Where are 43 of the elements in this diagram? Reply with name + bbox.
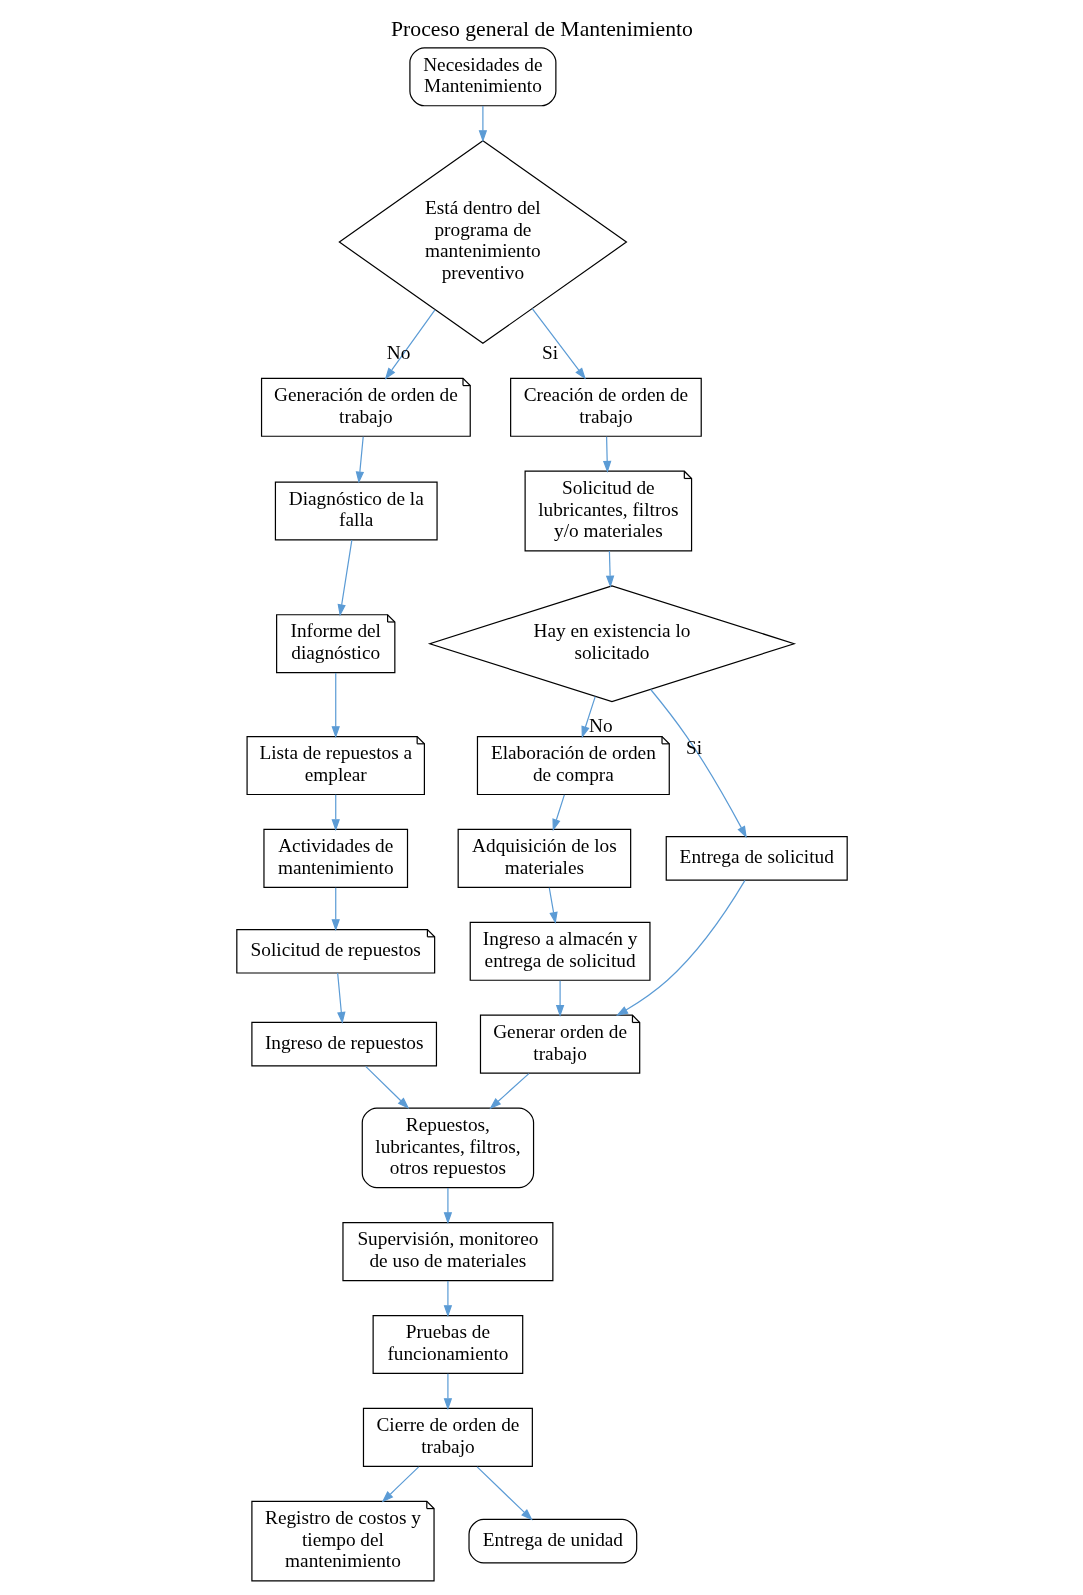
node-diamond: Hay en existencia lo solicitado <box>427 585 796 703</box>
arrow <box>615 879 746 1016</box>
node-box: Creación de orden de trabajo <box>509 377 702 437</box>
arrow <box>384 309 436 380</box>
node-box: Ingreso a almacén y entrega de solicitud <box>469 921 651 981</box>
arrow <box>443 1373 452 1411</box>
arrow <box>355 436 364 484</box>
arrow <box>476 1466 533 1521</box>
arrow <box>580 696 596 739</box>
node-box: Necesidades de Mantenimiento <box>408 47 556 107</box>
node-diamond: Está dentro del programa de mantenimiento preventivo <box>337 139 627 345</box>
node-box: Pruebas de funcionamiento <box>372 1314 523 1375</box>
arrow <box>602 436 611 473</box>
arrow <box>337 539 352 617</box>
node-box: Supervisión, monitoreo de uso de materiales <box>341 1222 553 1282</box>
arrow <box>605 550 614 588</box>
arrow <box>551 794 565 832</box>
arrow <box>548 887 558 925</box>
edge-label: No <box>588 714 613 736</box>
node-box: Actividades de mantenimiento <box>262 828 408 888</box>
node-box: Entrega de solicitud <box>665 836 848 881</box>
arrow <box>331 887 340 932</box>
arrow <box>649 688 747 839</box>
node-box: Adquisición de los materiales <box>457 828 631 888</box>
node-box: Cierre de orden de trabajo <box>362 1407 533 1467</box>
edge-label: Si <box>685 737 702 759</box>
arrow <box>443 1280 452 1318</box>
node-box: Diagnóstico de la falla <box>274 481 438 541</box>
arrow <box>443 1187 452 1225</box>
arrow <box>381 1466 419 1503</box>
arrow <box>478 105 487 143</box>
arrow <box>331 672 340 739</box>
arrow <box>531 307 586 380</box>
arrow <box>488 1073 529 1110</box>
diagram-title: Proceso general de Mantenimiento <box>390 17 693 42</box>
node-box: Repuestos, lubricantes, filtros, otros repuestos <box>361 1107 534 1189</box>
arrow <box>336 972 345 1025</box>
node-box: Entrega de unidad <box>467 1518 637 1564</box>
arrow <box>331 794 340 832</box>
arrow <box>364 1065 409 1109</box>
node-box: Ingreso de repuestos <box>250 1021 437 1067</box>
arrow <box>555 980 564 1017</box>
edge-label: No <box>386 342 410 364</box>
